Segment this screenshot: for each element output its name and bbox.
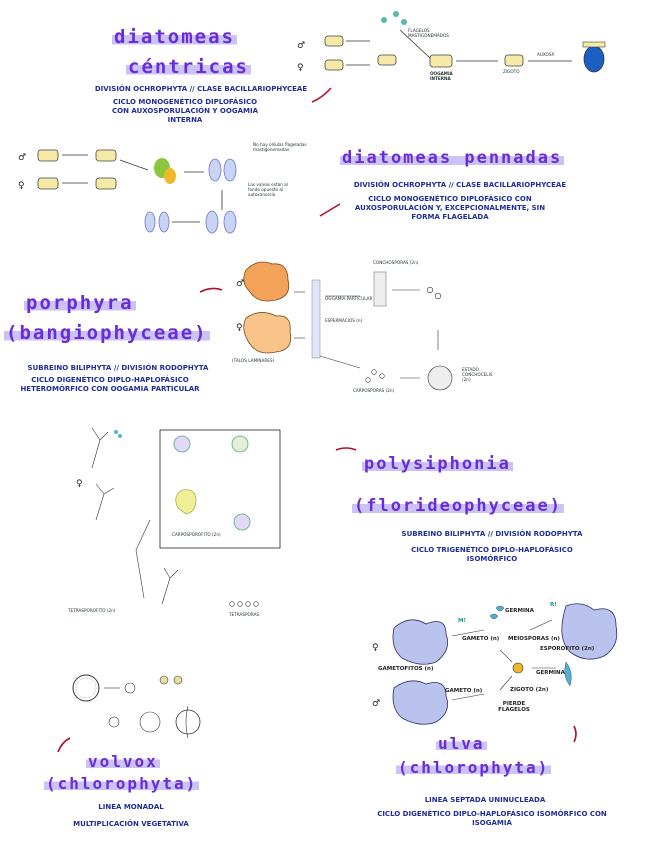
svg-text:♀: ♀: [18, 181, 25, 191]
diatomeas-pennadas-note-flagelos: No hay células flageladas mastigonemadas: [253, 142, 307, 153]
porphyra-espermacios-label: ESPERMACIOS (n): [325, 318, 363, 323]
ulva-germina-2-label: GERMINA: [536, 670, 565, 676]
svg-text:♀: ♀: [76, 479, 83, 489]
title-text: diatomeas pennadas: [340, 148, 565, 168]
polysiphonia-cycle: CICLO TRIGENÉTICO DIPLO-HAPLOFÁSICO ISOM…: [411, 546, 573, 563]
diatomeas-pennadas-note-valvas: Las valvas están al fondo opuesto al aut…: [248, 182, 288, 198]
diatomeas-centricas-classification: DIVISIÓN OCHROPHYTA // CLASE BACILLARIOP…: [94, 85, 308, 93]
porphyra-oogamia-label: OOGAMIA PARTICULAR: [325, 296, 373, 301]
diatomeas-centricas-title-2: céntricas: [126, 56, 251, 78]
diatomeas-pennadas-classification: DIVISIÓN OCHROPHYTA // CLASE BACILLARIOP…: [353, 181, 567, 189]
title-text: (bangiophyceae): [4, 322, 210, 344]
diatomeas-centricas-auxosp-label: AUXOSP.: [537, 52, 555, 57]
svg-text:♂: ♂: [372, 699, 380, 709]
ulva-pierde-label: PIERDE FLAGELOS: [498, 701, 530, 713]
polysiphonia-tetrasporofito-label: TETRASPOROFITO (2n): [68, 608, 116, 613]
porphyra-carposporas-label: CARPOSPORAS (2n): [353, 388, 395, 393]
diatomeas-pennadas-title: diatomeas pennadas: [340, 148, 565, 168]
porphyra-conchosporas-label: CONCHOSPORAS (2n): [373, 260, 419, 265]
ulva-zigoto-label: ZIGOTO (2n): [510, 687, 549, 693]
volvox-lineage: LINEA MONADAL: [98, 803, 164, 811]
diatomeas-centricas-cigoto-label: ZIGOTO: [503, 69, 520, 74]
svg-text:♀: ♀: [372, 643, 379, 653]
svg-text:♂: ♂: [236, 279, 244, 289]
title-text: (chlorophyta): [396, 758, 552, 777]
title-text: (chlorophyta): [44, 774, 200, 793]
porphyra-cycle: CICLO DIGENÉTICO DIPLO-HAPLOFÁSICO HETER…: [20, 376, 200, 393]
polysiphonia-title-1: polysiphonia: [362, 454, 513, 474]
title-text: (florideophyceae): [352, 496, 564, 516]
porphyra-title-1: porphyra: [24, 292, 136, 314]
polysiphonia-classification: SUBREINO BILIPHYTA // DIVISIÓN RODOPHYTA: [401, 530, 583, 538]
ulva-meiosporas-label: MEIOSPORAS (n): [508, 636, 560, 642]
ulva-gametofitos-label: GAMETOFITOS (n): [378, 666, 434, 672]
ulva-gameto-2-label: GAMETO (n): [445, 688, 483, 694]
title-text: volvox: [86, 752, 160, 771]
ulva-lineage: LINEA SEPTADA UNINUCLEADA: [424, 796, 546, 804]
ulva-m1-label: M!: [458, 618, 466, 624]
svg-text:♂: ♂: [18, 153, 26, 163]
title-text: diatomeas: [112, 26, 237, 48]
diatomeas-centricas-cycle: CICLO MONOGENÉTICO DIPLOFÁSICO CON AUXOS…: [112, 98, 258, 124]
diatomeas-centricas-oogamia-label: OOGAMIA INTERNA: [430, 71, 453, 82]
title-text: porphyra: [24, 292, 136, 314]
ulva-title-1: ulva: [436, 734, 487, 753]
diatomeas-centricas-flagelos-label: FLAGELOS MASTIGONEMADOS: [408, 28, 449, 39]
title-text: ulva: [436, 734, 487, 753]
ulva-germina-1-label: GERMINA: [505, 608, 534, 614]
porphyra-title-2: (bangiophyceae): [4, 322, 210, 344]
svg-text:♂: ♂: [297, 41, 305, 51]
title-text: polysiphonia: [362, 454, 513, 474]
porphyra-classification: SUBREINO BILIPHYTA // DIVISIÓN RODOPHYTA: [27, 364, 209, 372]
diatomeas-centricas-title-1: diatomeas: [112, 26, 237, 48]
ulva-esporofito-label: ESPOROFITO (2n): [540, 646, 595, 652]
ulva-r1-label: R!: [550, 602, 557, 608]
polysiphonia-tetrasporas-label: TETRASPORAS: [229, 612, 260, 617]
volvox-reproduction: MULTIPLICACIÓN VEGETATIVA: [73, 820, 189, 828]
svg-text:♀: ♀: [297, 63, 304, 73]
volvox-title-1: volvox: [86, 752, 160, 771]
svg-text:♀: ♀: [236, 323, 243, 333]
ulva-title-2: (chlorophyta): [396, 758, 552, 777]
polysiphonia-carposporofito-label: CARPOSPOROFITO (2n): [172, 532, 221, 537]
porphyra-conchocelis-label: ESTADO CONCHOCELIS (2n): [462, 367, 493, 383]
ulva-gameto-1-label: GAMETO (n): [462, 636, 500, 642]
polysiphonia-title-2: (florideophyceae): [352, 496, 564, 516]
title-text: céntricas: [126, 56, 251, 78]
ulva-cycle: CICLO DIGENÉTICO DIPLO-HAPLOFÁSICO ISOMÓ…: [377, 810, 607, 827]
porphyra-talos-label: (TALOS LAMINARES): [232, 358, 275, 363]
diatomeas-pennadas-cycle: CICLO MONOGENÉTICO DIPLOFÁSICO CON AUXOS…: [354, 195, 546, 221]
volvox-title-2: (chlorophyta): [44, 774, 200, 793]
